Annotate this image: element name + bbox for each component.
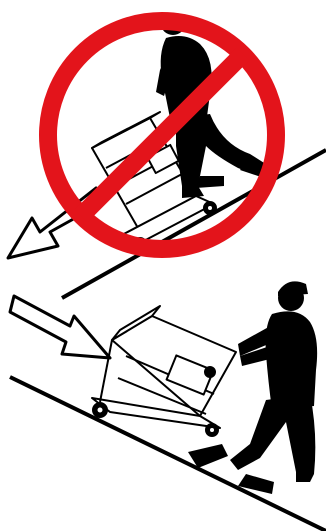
direction-arrow-icon <box>10 296 110 358</box>
prohibited-panel <box>8 13 326 298</box>
bottom-cart <box>92 306 236 436</box>
allowed-panel <box>10 281 326 531</box>
